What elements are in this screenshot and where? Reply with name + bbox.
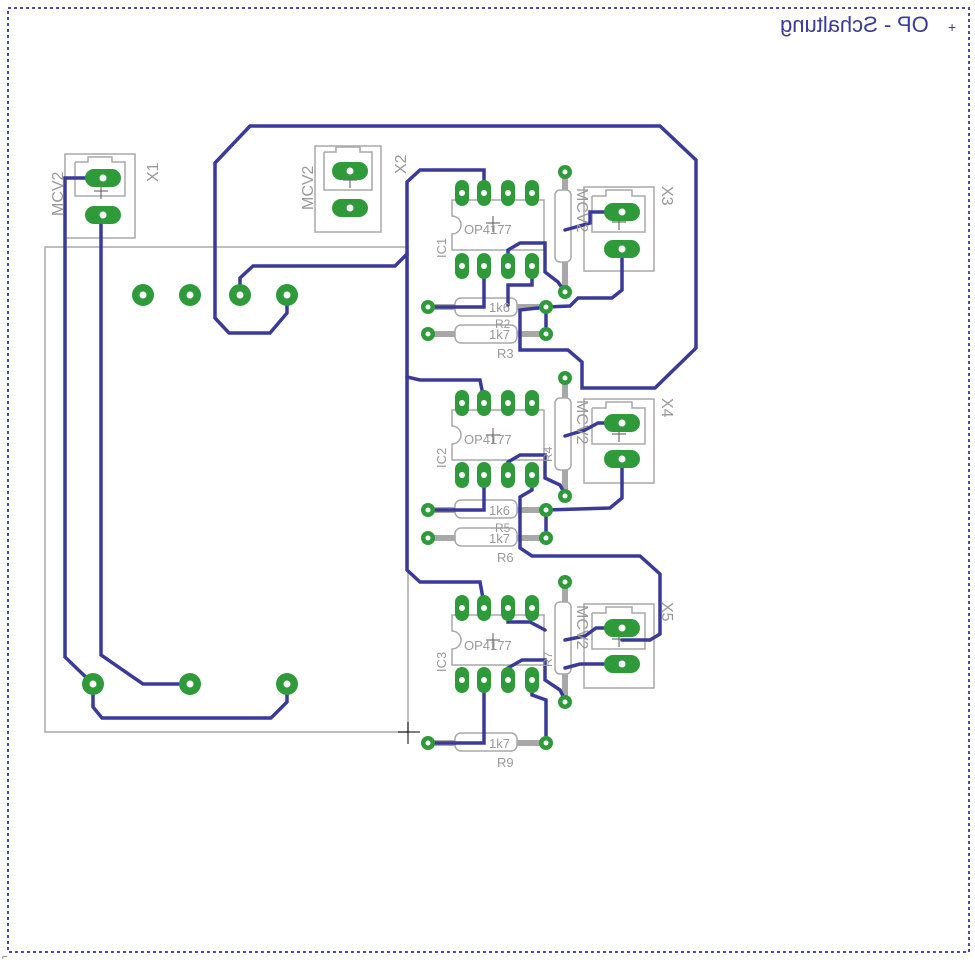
ic3-outline (451, 614, 545, 666)
ic1-outline (451, 199, 545, 251)
label-x5: X5 (658, 602, 675, 622)
label-x4-value: MCV2 (573, 400, 590, 445)
ic2-outline (451, 409, 545, 461)
trace-left-bus-c (405, 375, 486, 606)
origin-cross-icon: + (948, 19, 956, 35)
label-r2: R2 (495, 317, 511, 331)
trace-left-bus-b (405, 252, 486, 402)
label-x2-value: MCV2 (300, 165, 317, 210)
label-ic1: IC1 (434, 238, 449, 258)
value-r6: 1k7 (489, 531, 510, 546)
connector-x2-outline (314, 145, 382, 233)
trace-ic1-b (506, 241, 567, 294)
label-r7: R7 (541, 651, 555, 667)
board-outline (7, 7, 970, 953)
label-r5: R5 (495, 521, 511, 535)
value-r5: 1k6 (489, 503, 510, 518)
ic2-pads (455, 390, 539, 488)
round-pads (82, 165, 572, 750)
label-ic2: IC2 (434, 448, 449, 468)
trace-ic3-a (430, 678, 486, 745)
label-op1: OP4177 (464, 222, 512, 237)
trace-x1-b (99, 213, 192, 686)
label-x4: X4 (658, 398, 675, 418)
drill-holes (89, 167, 626, 746)
connector-x4-outline (583, 398, 655, 484)
label-r6: R6 (497, 550, 514, 565)
label-r3: R3 (497, 346, 514, 361)
trace-ic2-c (518, 473, 662, 642)
label-x1-value: MCV2 (50, 171, 67, 216)
connector-x5-outline (583, 603, 655, 689)
resistor-r2v-body (554, 189, 572, 263)
connector-x3-outline (583, 186, 655, 272)
trace-x4-b (544, 457, 624, 512)
corner-mark-icon: ⌐ (2, 952, 8, 963)
label-x2: X2 (393, 154, 410, 174)
trace-top-loop (213, 124, 698, 390)
label-op3: OP4177 (464, 638, 512, 653)
trace-bottom (91, 682, 289, 720)
trace-x1-a (63, 176, 103, 686)
trace-x3-b (544, 247, 624, 309)
label-op2: OP4177 (464, 432, 512, 447)
crosshair-icon (398, 722, 420, 744)
label-x3: X3 (658, 186, 675, 206)
value-r1: 1k6 (489, 300, 510, 315)
label-r4: R4 (541, 446, 555, 462)
label-r9: R9 (497, 755, 514, 770)
label-x1: X1 (145, 162, 162, 182)
label-x3-value: MCV2 (573, 188, 590, 233)
label-ic3: IC3 (434, 652, 449, 672)
value-r2: 1k7 (489, 327, 510, 342)
label-x5-value: MCV2 (573, 605, 590, 650)
value-r9: 1k7 (489, 736, 510, 751)
